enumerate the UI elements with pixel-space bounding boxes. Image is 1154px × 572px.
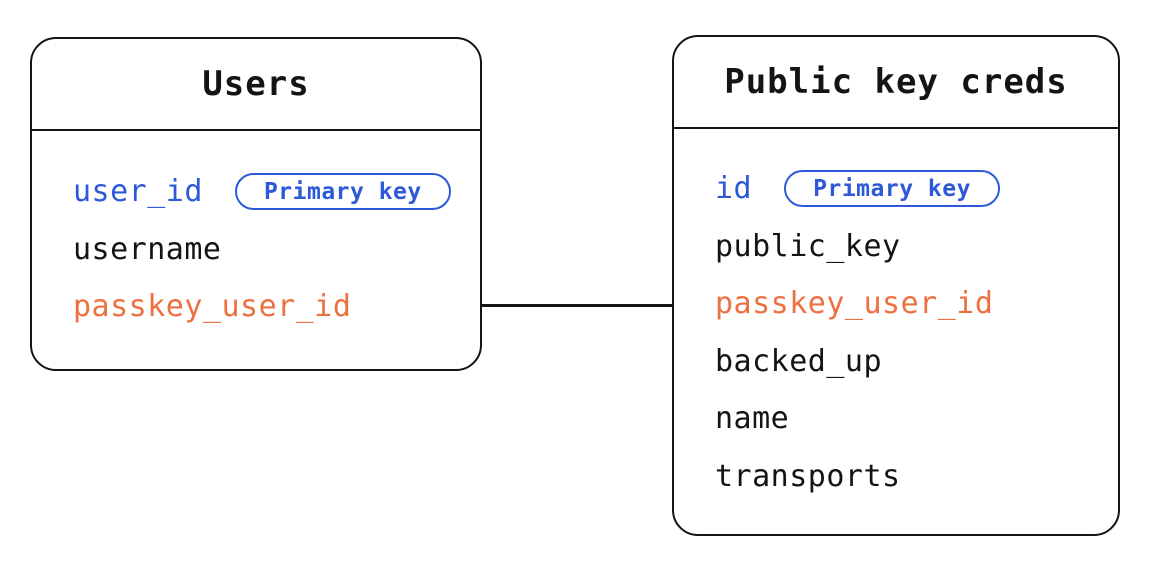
field-row-username: username	[73, 221, 480, 279]
table-public-key-creds: Public key creds id Primary key public_k…	[672, 35, 1120, 536]
field-username: username	[73, 231, 222, 267]
field-row-passkey-user-id: passkey_user_id	[73, 278, 480, 336]
field-row-public-key: public_key	[715, 218, 1118, 276]
field-user-id: user_id	[73, 174, 203, 210]
field-row-backed-up: backed_up	[715, 333, 1118, 391]
table-users-header: Users	[32, 39, 480, 131]
field-row-passkey-user-id: passkey_user_id	[715, 275, 1118, 333]
table-public-key-creds-title: Public key creds	[724, 62, 1068, 102]
field-row-name: name	[715, 390, 1118, 448]
table-users-title: Users	[202, 64, 310, 104]
table-users: Users user_id Primary key username passk…	[30, 37, 482, 371]
field-transports: transports	[715, 458, 901, 494]
field-passkey-user-id: passkey_user_id	[715, 286, 994, 322]
table-public-key-creds-header: Public key creds	[674, 37, 1118, 129]
field-public-key: public_key	[715, 228, 901, 264]
field-backed-up: backed_up	[715, 343, 883, 379]
table-public-key-creds-fields: id Primary key public_key passkey_user_i…	[674, 129, 1118, 505]
table-users-fields: user_id Primary key username passkey_use…	[32, 131, 480, 336]
field-row-user-id: user_id Primary key	[73, 163, 480, 221]
primary-key-badge: Primary key	[784, 170, 1000, 208]
field-row-id: id Primary key	[715, 160, 1118, 218]
relationship-line	[482, 304, 672, 307]
field-passkey-user-id: passkey_user_id	[73, 289, 352, 325]
field-id: id	[715, 171, 753, 207]
field-row-transports: transports	[715, 448, 1118, 506]
field-name: name	[715, 401, 790, 437]
primary-key-badge: Primary key	[234, 173, 451, 211]
